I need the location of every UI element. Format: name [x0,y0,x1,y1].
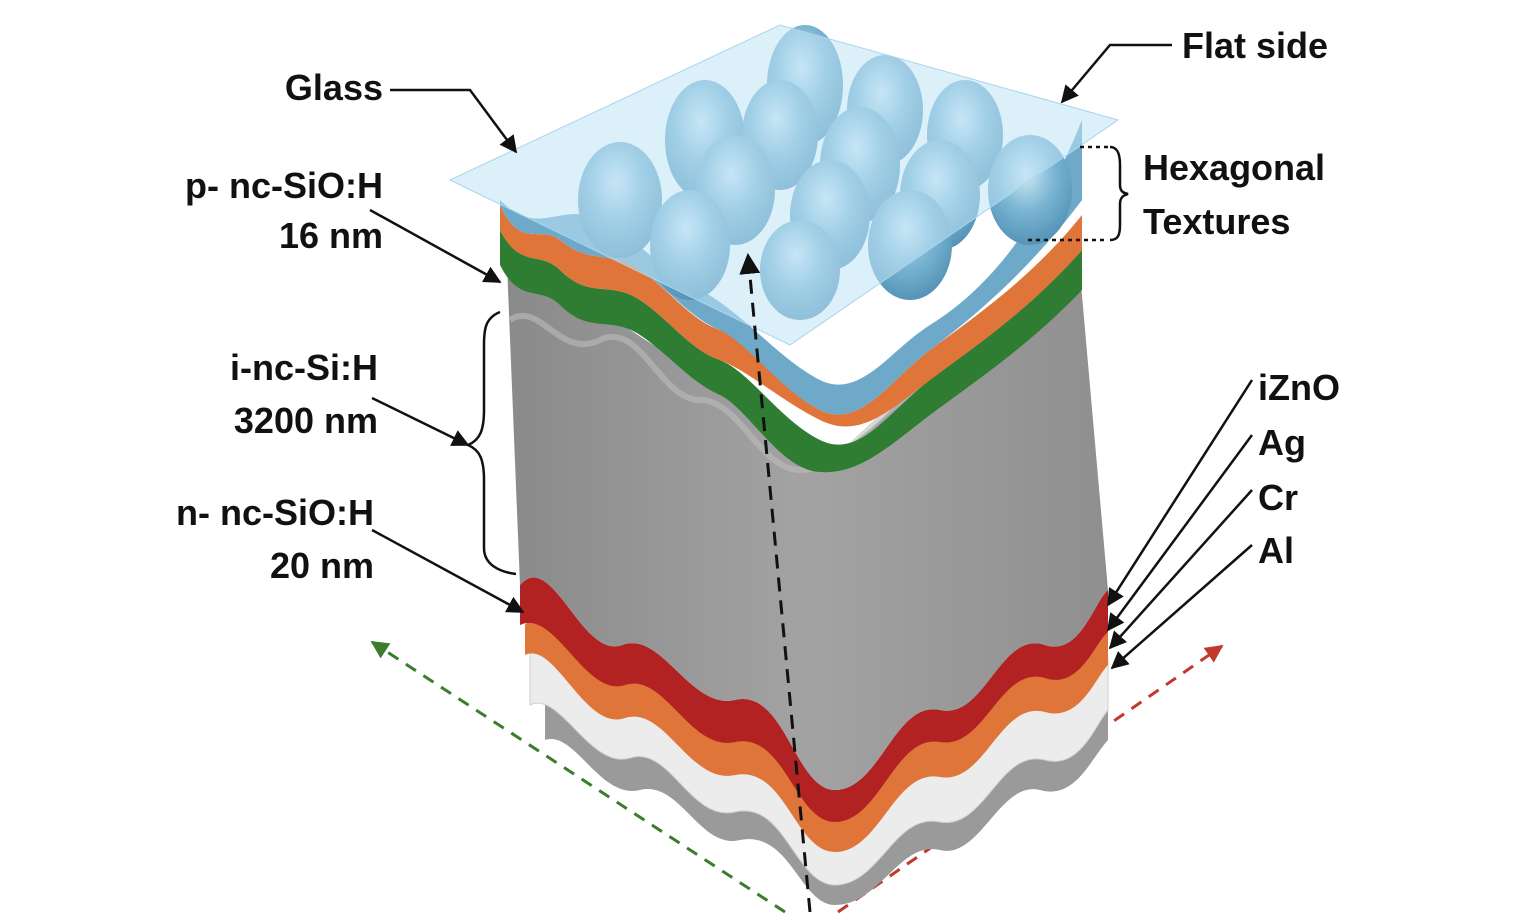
n-thickness-label: 20 nm [270,545,374,586]
axis-black-dashed [739,252,812,913]
p-layer-shape [500,205,1082,427]
izno-layer-shape [520,577,1108,822]
labels: Glass Flat side Hexagonal Textures p- nc… [176,25,1340,586]
glass-plane [448,24,1120,346]
bottom-metal-stack [520,577,1109,905]
right-brace [1109,145,1129,242]
cr-label: Cr [1258,477,1298,518]
flat-side-label: Flat side [1182,25,1328,66]
i-thickness-label: 3200 nm [234,400,378,441]
i-layer-brace [464,310,517,576]
ag-leader [1106,434,1254,632]
texture-base [500,120,1082,415]
ag-label: Ag [1258,422,1306,463]
green-layer-shape [500,230,1082,473]
p-layer-leader [369,208,502,284]
glass-leader [390,88,518,154]
al-layer-shape [545,671,1108,905]
p-layer-label: p- nc-SiO:H [185,165,383,206]
al-label: Al [1258,530,1294,571]
izno-label: iZnO [1258,367,1340,408]
glass-label: Glass [285,67,383,108]
flat-side-leader [1060,43,1172,104]
n-layer-leader [371,528,525,614]
textures-label: Textures [1143,201,1290,242]
hexagonal-textures-bracket [1028,145,1129,242]
izno-leader [1106,379,1254,607]
cr-leader [1108,489,1253,650]
ag-layer-shape [525,616,1108,852]
i-layer-leader [371,396,470,447]
leader-lines [369,43,1254,670]
p-thickness-label: 16 nm [279,215,383,256]
hexagonal-label: Hexagonal [1143,147,1325,188]
n-layer-label: n- nc-SiO:H [176,492,374,533]
al-leader [1110,544,1253,670]
i-layer-label: i-nc-Si:H [230,347,378,388]
